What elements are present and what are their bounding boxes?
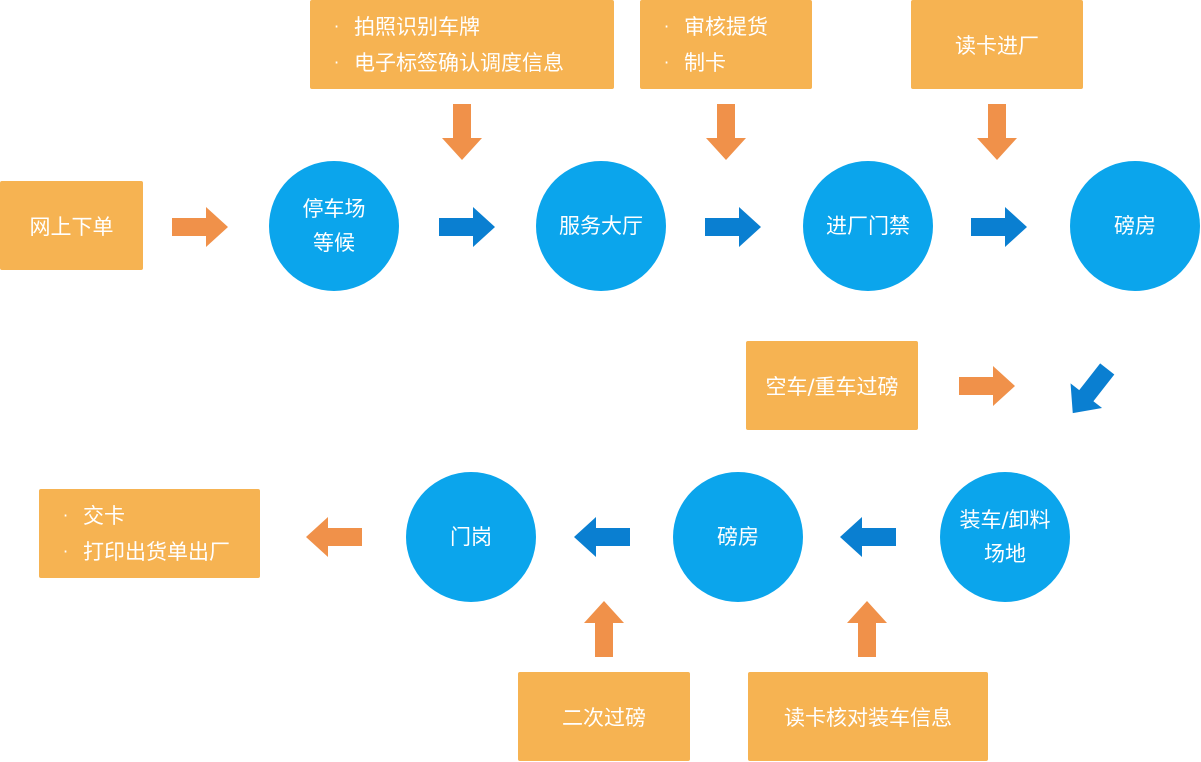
box-read-card-entry-label: 读卡进厂	[955, 33, 1039, 58]
box-exit-line1: 交卡	[83, 504, 125, 528]
circle-guard-post: 门岗	[406, 472, 536, 602]
circle-parking-line1: 停车场	[302, 197, 366, 221]
bullet-icon: ·	[63, 505, 69, 525]
bullet-icon: ·	[664, 16, 670, 36]
box-review-card: · 审核提货 · 制卡	[640, 0, 812, 89]
box-verify-loading: 读卡核对装车信息	[748, 672, 988, 761]
box-weigh-note: 空车/重车过磅	[746, 341, 918, 430]
box-exit-note: · 交卡 · 打印出货单出厂	[39, 489, 260, 578]
box-order-online: 网上下单	[0, 181, 143, 270]
bullet-icon: ·	[334, 16, 340, 36]
arrow-diagonal-icon	[1057, 356, 1123, 426]
box-read-card-entry: 读卡进厂	[911, 0, 1083, 89]
circle-loading-line1: 装车/卸料	[959, 508, 1051, 532]
box-verify-loading-label: 读卡核对装车信息	[784, 705, 952, 730]
bullet-icon: ·	[63, 541, 69, 561]
box-second-weigh-label: 二次过磅	[562, 705, 646, 730]
circle-loading-area: 装车/卸料场地	[940, 472, 1070, 602]
arrow-right-icon	[172, 207, 228, 247]
arrow-up-icon	[584, 601, 624, 657]
circle-service-hall-label: 服务大厅	[559, 214, 643, 238]
circle-loading-line2: 场地	[983, 542, 1026, 566]
arrow-down-icon	[442, 104, 482, 160]
arrow-up-icon	[847, 601, 887, 657]
box-plate-line1: 拍照识别车牌	[354, 15, 480, 39]
box-review-line1: 审核提货	[684, 15, 768, 39]
box-order-online-label: 网上下单	[29, 214, 114, 239]
circle-weigh-house-2-label: 磅房	[717, 525, 759, 549]
circle-service-hall: 服务大厅	[536, 161, 666, 291]
circle-parking: 停车场等候	[269, 161, 399, 291]
arrow-left-icon	[840, 517, 896, 557]
circle-weigh-house-1-label: 磅房	[1114, 214, 1156, 238]
box-plate-recognition: · 拍照识别车牌 · 电子标签确认调度信息	[310, 0, 614, 89]
circle-gate-entry-label: 进厂门禁	[826, 214, 910, 238]
arrow-right-icon	[959, 366, 1015, 406]
bullet-icon: ·	[334, 52, 340, 72]
bullet-icon: ·	[664, 52, 670, 72]
box-plate-line2: 电子标签确认调度信息	[354, 51, 564, 75]
circle-weigh-house-1: 磅房	[1070, 161, 1200, 291]
arrow-left-icon	[574, 517, 630, 557]
circle-guard-post-label: 门岗	[450, 525, 492, 549]
box-second-weigh: 二次过磅	[518, 672, 690, 761]
circle-parking-line2: 等候	[313, 231, 355, 255]
arrow-right-icon	[971, 207, 1027, 247]
box-review-line2: 制卡	[684, 51, 726, 75]
box-weigh-note-label: 空车/重车过磅	[765, 374, 899, 399]
box-exit-line2: 打印出货单出厂	[83, 540, 230, 564]
arrow-right-icon	[439, 207, 495, 247]
arrow-left-icon	[306, 517, 362, 557]
arrow-down-icon	[977, 104, 1017, 160]
arrow-right-icon	[705, 207, 761, 247]
circle-weigh-house-2: 磅房	[673, 472, 803, 602]
circle-gate-entry: 进厂门禁	[803, 161, 933, 291]
arrow-down-icon	[706, 104, 746, 160]
